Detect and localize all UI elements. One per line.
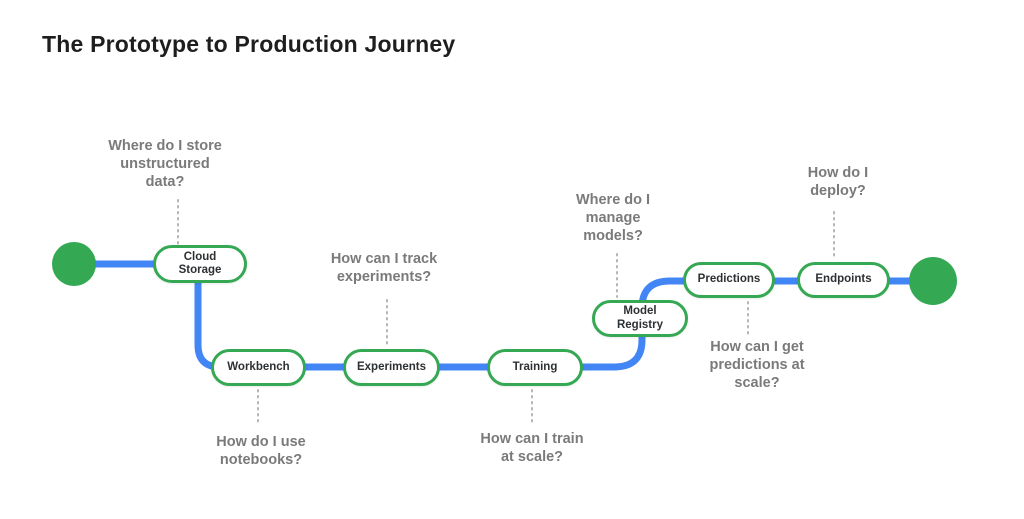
node-label: Model Registry <box>616 305 664 331</box>
journey-start-circle <box>52 242 96 286</box>
question-track-experiments: How can I track experiments? <box>330 251 438 286</box>
node-label: Cloud Storage <box>178 250 222 276</box>
question-deploy: How do I deploy? <box>807 165 869 200</box>
node-cloud-storage: Cloud Storage <box>153 245 247 283</box>
question-manage-models: Where do I manage models? <box>575 192 651 245</box>
node-label: Endpoints <box>815 273 872 286</box>
page-title: The Prototype to Production Journey <box>42 31 456 57</box>
node-training: Training <box>487 349 583 386</box>
node-label: Predictions <box>697 273 761 286</box>
question-store-data: Where do I store unstructured data? <box>108 138 222 191</box>
node-label: Training <box>512 360 558 373</box>
node-label: Experiments <box>356 360 427 373</box>
node-predictions: Predictions <box>683 262 775 298</box>
journey-end-circle <box>909 257 957 305</box>
node-workbench: Workbench <box>211 349 306 386</box>
node-model-registry: Model Registry <box>592 300 688 337</box>
node-endpoints: Endpoints <box>797 262 890 298</box>
node-experiments: Experiments <box>343 349 440 386</box>
node-label: Workbench <box>227 360 290 373</box>
question-train-at-scale: How can I train at scale? <box>480 431 584 466</box>
question-use-notebooks: How do I use notebooks? <box>216 434 306 469</box>
question-predictions-at-scale: How can I get predictions at scale? <box>709 339 805 392</box>
